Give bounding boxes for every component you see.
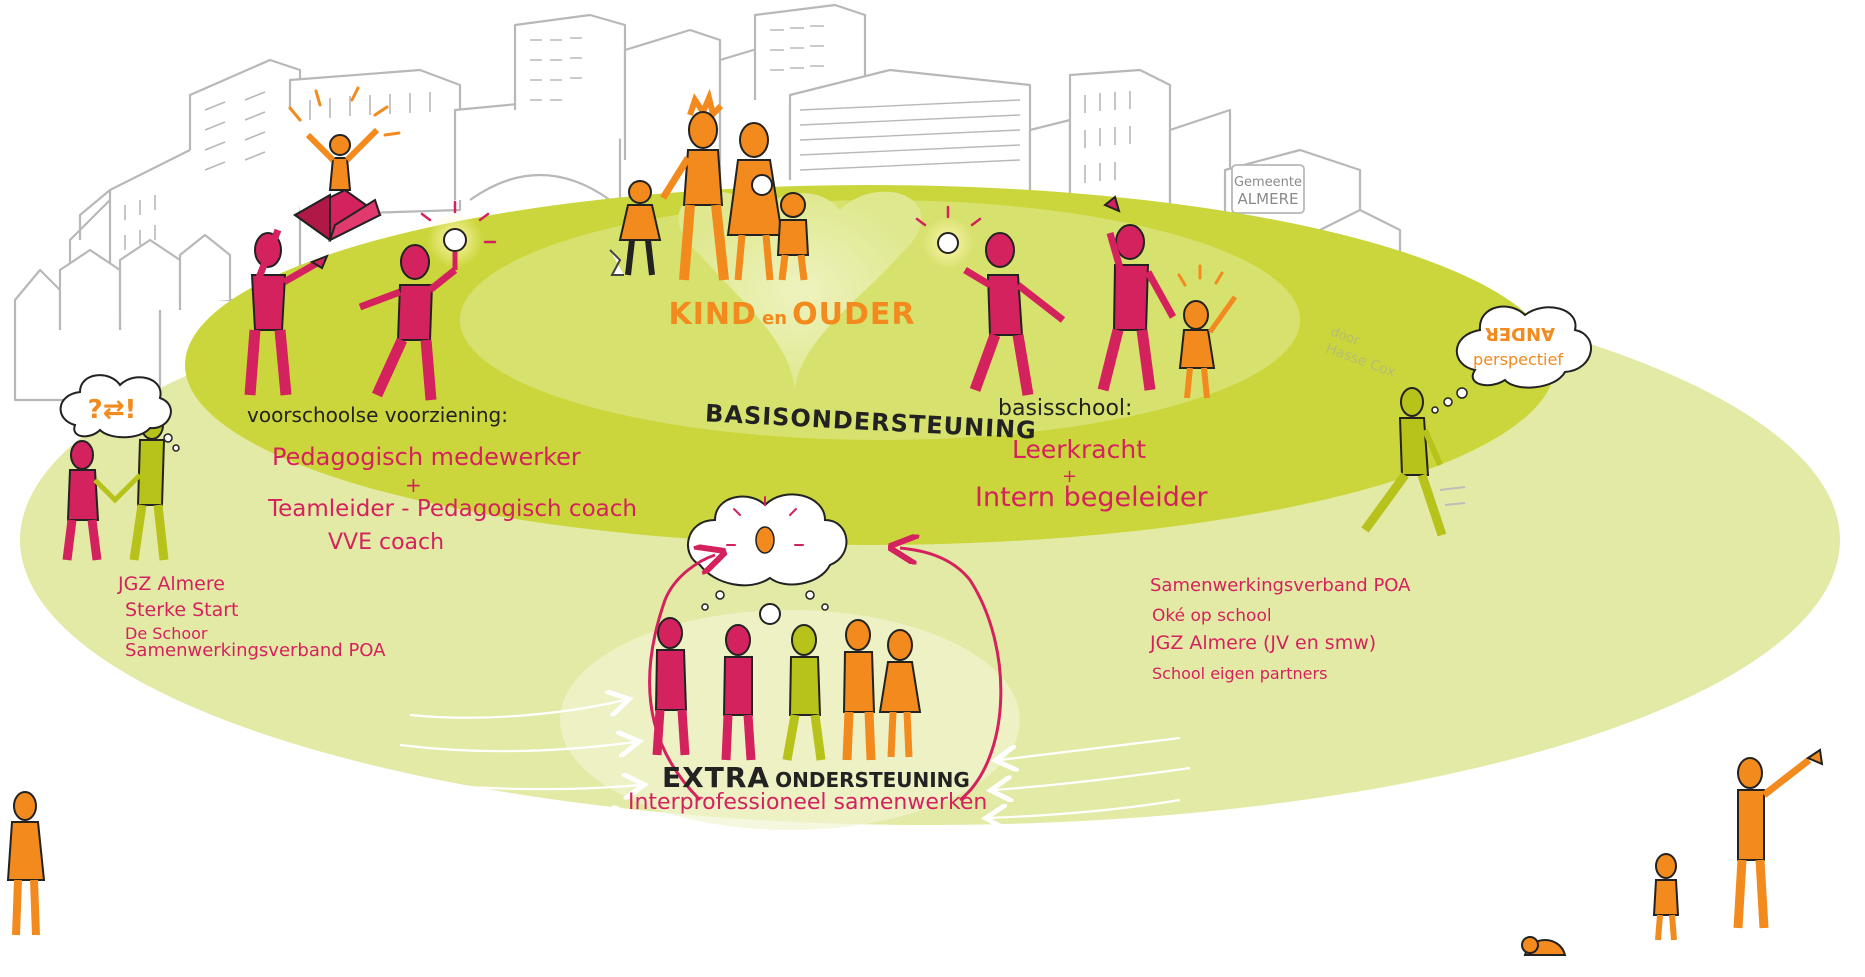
extra-group-figures — [652, 617, 922, 761]
right-partner-3: JGZ Almere (JV en smw) — [1150, 632, 1377, 654]
right-bubble-bottom: perspectief — [1473, 350, 1563, 369]
left-partner-3: De Schoor — [125, 624, 208, 643]
sign-line2: ALMERE — [1238, 190, 1299, 208]
voorschool-line1: Pedagogisch medewerker — [272, 443, 581, 471]
bottom-left-figures — [6, 791, 46, 936]
walking-figure — [1361, 387, 1466, 537]
en-word: en — [762, 308, 788, 329]
right-bubble-top: ANDER — [1485, 323, 1555, 344]
left-bubble-symbols: ?⇄! — [88, 395, 137, 425]
right-partner-2: Oké op school — [1152, 606, 1272, 626]
basisschool-heading: basisschool: — [998, 396, 1133, 421]
child-joy-lines — [1177, 264, 1224, 287]
voorschool-line2: Teamleider - Pedagogisch coach — [268, 496, 637, 522]
interprofessioneel-label: Interprofessioneel samenwerken — [628, 790, 988, 815]
voorschool-heading: voorschoolse voorziening: — [247, 403, 508, 427]
magnifier-right — [915, 205, 982, 269]
ouder-word: OUDER — [792, 297, 916, 332]
left-professionals — [244, 228, 458, 401]
kind-word: KIND — [668, 297, 757, 332]
kind-en-ouder-label: KIND en OUDER — [669, 300, 916, 330]
left-partner-1: JGZ Almere — [118, 573, 225, 595]
arc-arrow-right — [900, 548, 1003, 802]
thought-bubble-left — [59, 374, 180, 452]
left-partner-4: Samenwerkingsverband POA — [125, 640, 386, 661]
right-partner-4: School eigen partners — [1152, 664, 1328, 683]
joy-lines — [288, 86, 401, 137]
bottom-right-figures — [1521, 748, 1824, 956]
basisschool-line1: Leerkracht — [1012, 435, 1146, 464]
sign-line1: Gemeente — [1234, 175, 1302, 190]
surprise-box — [293, 127, 382, 242]
family-figures — [609, 88, 810, 281]
flow-arrows-right — [985, 736, 1191, 848]
flow-arrows-left — [389, 700, 640, 820]
magnifier-left — [420, 200, 497, 270]
voorschool-plus: + — [405, 473, 422, 497]
right-partner-1: Samenwerkingsverband POA — [1150, 575, 1411, 596]
city-skyline — [13, 3, 1422, 402]
ondersteuning-word: ONDERSTEUNING — [775, 768, 970, 792]
extra-word: EXTRA — [662, 761, 771, 794]
basisschool-plus: + — [1062, 466, 1078, 487]
thought-bubble-right — [1431, 305, 1592, 414]
arc-arrow-left — [648, 555, 715, 802]
extra-label: EXTRA ONDERSTEUNING — [662, 764, 970, 792]
right-professionals — [963, 195, 1238, 399]
voorschool-line3: VVE coach — [328, 530, 445, 555]
basisschool-line2: Intern begeleider — [975, 482, 1208, 513]
center-glow — [460, 200, 1300, 440]
left-partner-2: Sterke Start — [125, 599, 239, 621]
